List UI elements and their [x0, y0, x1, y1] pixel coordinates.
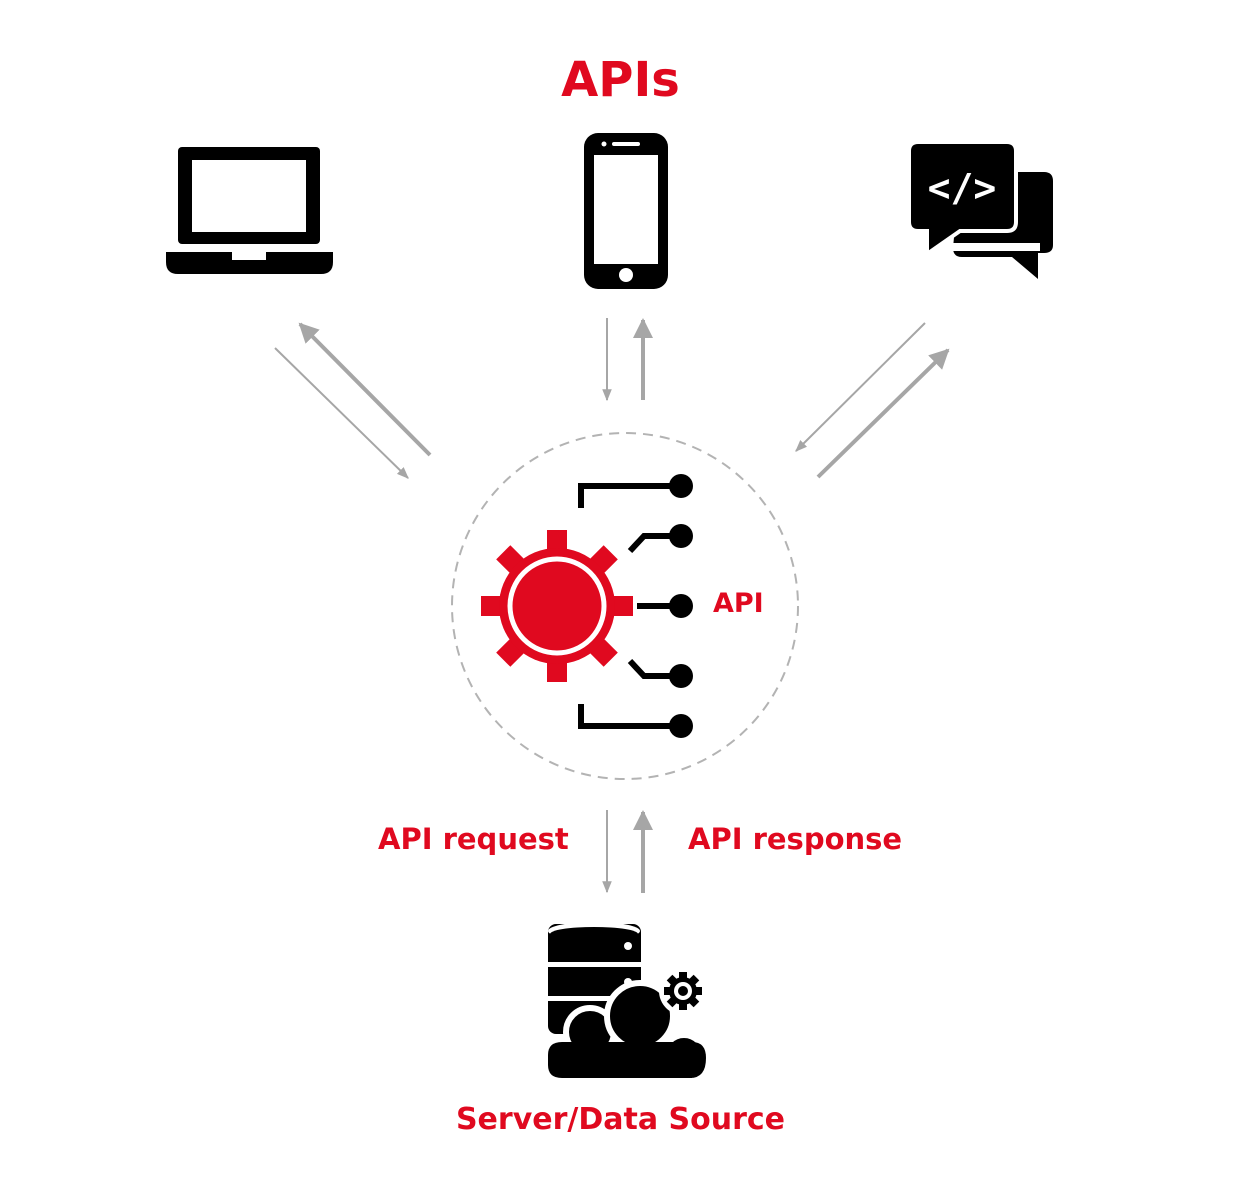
server-label: Server/Data Source	[455, 1102, 786, 1137]
laptop-response-arrow	[298, 322, 432, 457]
chat-request-arrow	[795, 322, 926, 452]
code-glyph: </>	[928, 166, 997, 210]
api-boundary-circle	[451, 432, 799, 780]
laptop-arrows	[274, 322, 432, 479]
laptop-request-arrow	[274, 347, 409, 479]
diagram-title: APIs	[561, 52, 680, 108]
chat-arrows	[795, 322, 950, 479]
api-gear-icon	[481, 474, 693, 738]
server-arrows	[602, 810, 653, 894]
phone-arrows	[602, 318, 653, 402]
api-request-label: API request	[378, 822, 569, 856]
laptop-icon	[166, 147, 333, 274]
chat-response-arrow	[816, 348, 950, 479]
api-response-label: API response	[688, 822, 903, 856]
code-chat-icon: </>	[907, 140, 1053, 279]
smartphone-icon	[584, 133, 668, 289]
api-label: API	[713, 588, 764, 619]
database-cloud-icon	[548, 922, 707, 1078]
